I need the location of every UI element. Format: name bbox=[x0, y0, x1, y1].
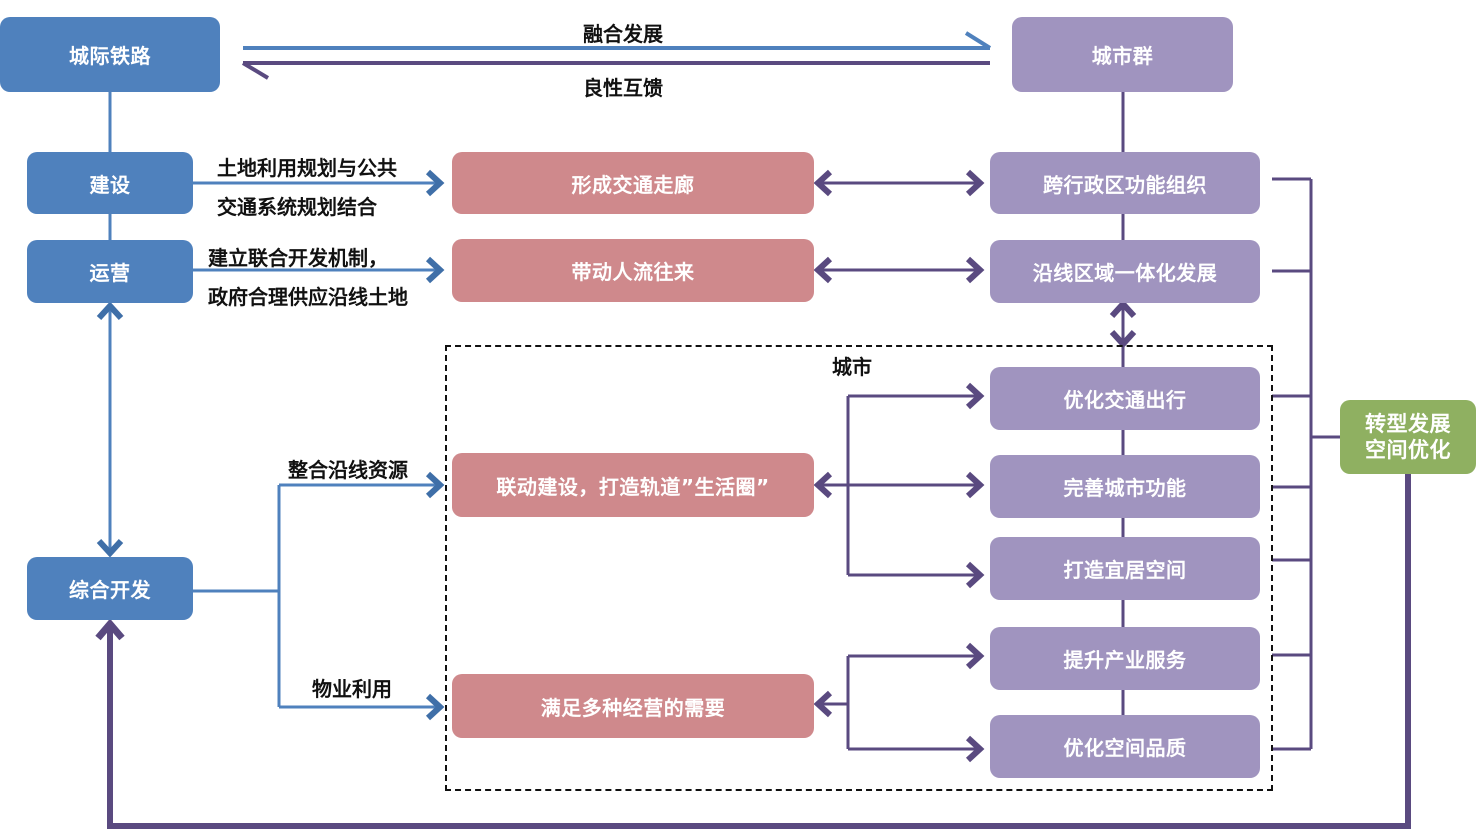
city-item-function[interactable]: 完善城市功能 bbox=[990, 455, 1260, 518]
backward-label: 良性互馈 bbox=[583, 76, 663, 100]
arrowhead-left bbox=[813, 256, 833, 284]
city-boundary bbox=[445, 345, 1273, 791]
arrowhead-left bbox=[813, 169, 833, 197]
city-cluster-node[interactable]: 城市群 bbox=[1012, 17, 1233, 92]
living-circle-node[interactable]: 联动建设，打造轨道”生活圈” bbox=[452, 453, 814, 517]
arrowhead-right bbox=[965, 735, 985, 763]
arrowhead-up bbox=[96, 301, 124, 321]
arrowhead-up bbox=[1109, 299, 1137, 319]
arrowhead-right bbox=[425, 256, 445, 284]
feedback-loop-line bbox=[107, 474, 1411, 829]
arrowhead-right bbox=[965, 382, 985, 410]
arrowhead-right bbox=[425, 693, 445, 721]
cross-admin-node[interactable]: 跨行政区功能组织 bbox=[990, 152, 1260, 214]
forward-label: 融合发展 bbox=[583, 22, 663, 46]
operation-edge-label-1: 建立联合开发机制， bbox=[208, 246, 388, 270]
property-use-label: 物业利用 bbox=[312, 677, 392, 701]
city-item-transport[interactable]: 优化交通出行 bbox=[990, 367, 1260, 430]
construction-node[interactable]: 建设 bbox=[27, 152, 193, 214]
construction-edge-label-1: 土地利用规划与公共 bbox=[217, 156, 397, 180]
backward-arrow-head bbox=[241, 61, 270, 80]
arrowhead-left bbox=[813, 471, 833, 499]
arrowhead-right bbox=[965, 169, 985, 197]
integrate-resources-label: 整合沿线资源 bbox=[288, 458, 408, 482]
operation-edge-label-2: 政府合理供应沿线土地 bbox=[208, 285, 408, 309]
arrowhead-right bbox=[965, 471, 985, 499]
operation-node[interactable]: 运营 bbox=[27, 240, 193, 303]
transformation-result-node[interactable]: 转型发展 空间优化 bbox=[1340, 400, 1476, 474]
city-title: 城市 bbox=[832, 355, 872, 379]
arrowhead-up bbox=[95, 618, 125, 641]
city-item-livable[interactable]: 打造宜居空间 bbox=[990, 537, 1260, 600]
arrowhead-right bbox=[965, 561, 985, 589]
arrowhead-right bbox=[965, 642, 985, 670]
city-item-industry[interactable]: 提升产业服务 bbox=[990, 627, 1260, 690]
forward-arrow-head bbox=[964, 31, 992, 50]
intercity-rail-node[interactable]: 城际铁路 bbox=[0, 17, 220, 92]
arrowhead-down bbox=[96, 538, 124, 558]
people-flow-node[interactable]: 带动人流往来 bbox=[452, 239, 814, 302]
integration-node[interactable]: 沿线区域一体化发展 bbox=[990, 240, 1260, 303]
comprehensive-dev-node[interactable]: 综合开发 bbox=[27, 557, 193, 620]
city-item-quality[interactable]: 优化空间品质 bbox=[990, 715, 1260, 778]
business-needs-node[interactable]: 满足多种经营的需要 bbox=[452, 674, 814, 738]
result-line-2: 空间优化 bbox=[1365, 438, 1451, 462]
construction-edge-label-2: 交通系统规划结合 bbox=[217, 195, 377, 219]
arrowhead-right bbox=[425, 471, 445, 499]
arrowhead-left bbox=[813, 690, 833, 718]
result-line-1: 转型发展 bbox=[1365, 412, 1451, 436]
arrowhead-down bbox=[1109, 329, 1137, 349]
arrowhead-right bbox=[425, 169, 445, 197]
arrowhead-right bbox=[965, 256, 985, 284]
corridor-node[interactable]: 形成交通走廊 bbox=[452, 152, 814, 214]
